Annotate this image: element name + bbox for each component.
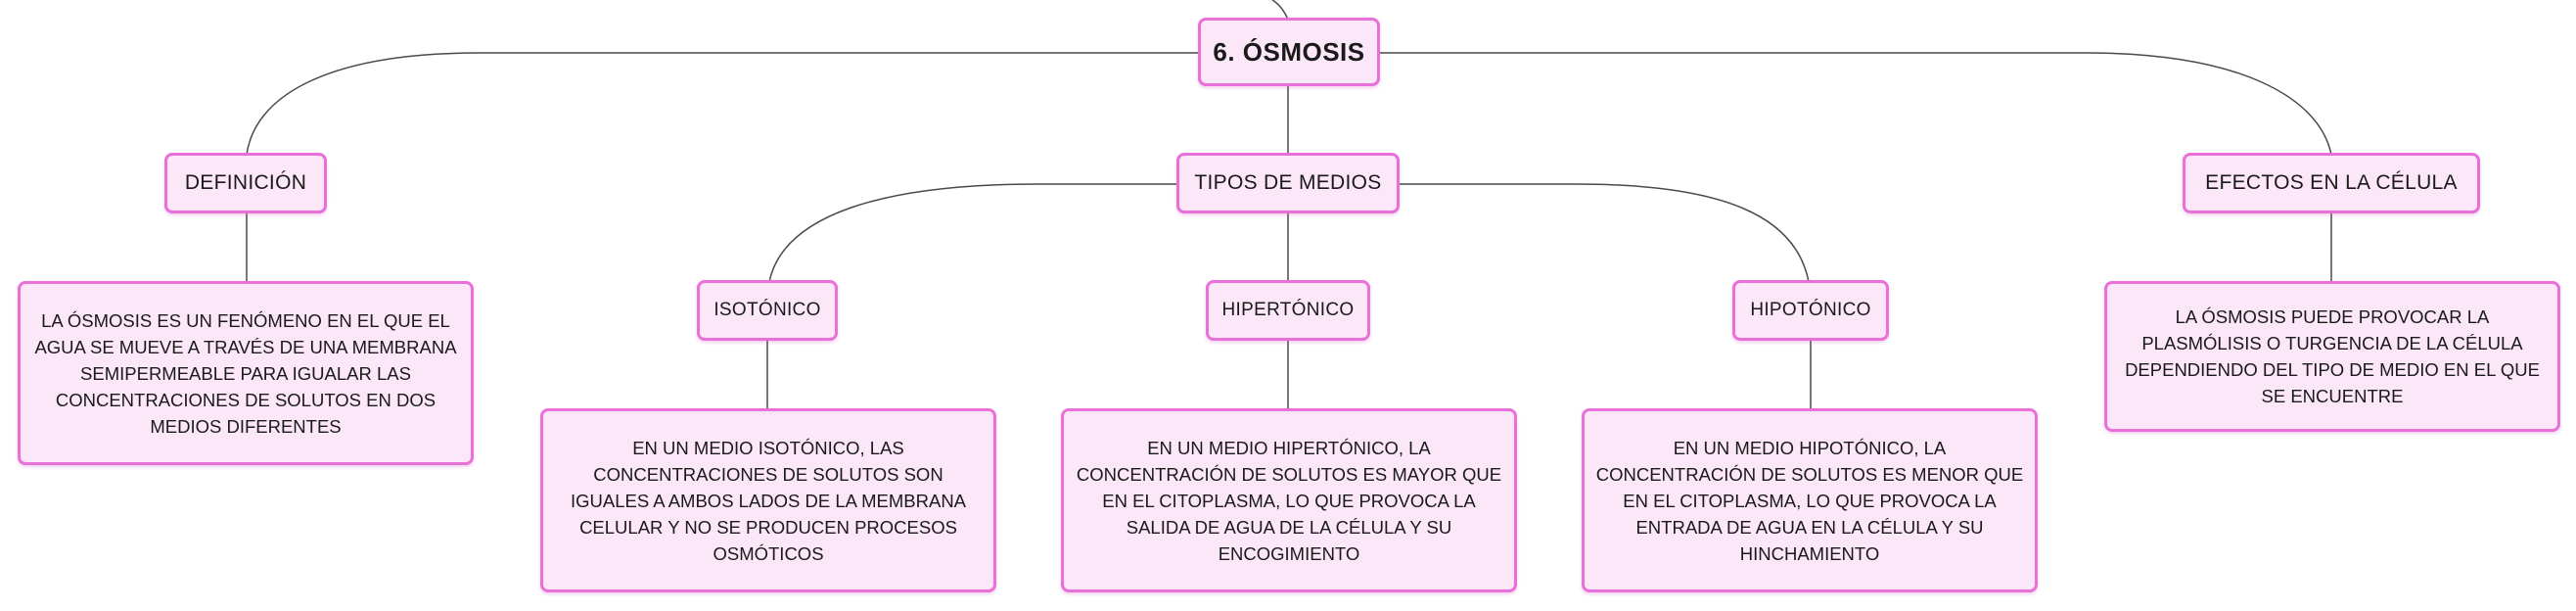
hipertonico-text: EN UN MEDIO HIPERTÓNICO, LA CONCENTRACIÓ… <box>1076 437 1502 564</box>
efectos-text-node[interactable]: LA ÓSMOSIS PUEDE PROVOCAR LA PLASMÓLISIS… <box>2104 281 2560 432</box>
connector-tipos-hipotonico <box>1400 183 1810 283</box>
definicion-text-node[interactable]: LA ÓSMOSIS ES UN FENÓMENO EN EL QUE EL A… <box>18 281 474 465</box>
connector-root-definicion <box>246 52 1200 156</box>
definicion-node[interactable]: DEFINICIÓN <box>164 153 327 213</box>
isotonico-text-node[interactable]: EN UN MEDIO ISOTÓNICO, LAS CONCENTRACION… <box>540 408 996 592</box>
efectos-node[interactable]: EFECTOS EN LA CÉLULA <box>2183 153 2480 213</box>
hipertonico-label: HIPERTÓNICO <box>1221 300 1355 320</box>
hipertonico-text-node[interactable]: EN UN MEDIO HIPERTÓNICO, LA CONCENTRACIÓ… <box>1061 408 1517 592</box>
tipos-label: TIPOS DE MEDIOS <box>1194 171 1382 194</box>
tipos-node[interactable]: TIPOS DE MEDIOS <box>1176 153 1400 213</box>
efectos-text: LA ÓSMOSIS PUEDE PROVOCAR LA PLASMÓLISIS… <box>2125 306 2540 406</box>
root-node[interactable]: 6. ÓSMOSIS <box>1198 18 1380 86</box>
efectos-label: EFECTOS EN LA CÉLULA <box>2205 171 2458 194</box>
connector-root-parent <box>1271 0 1289 21</box>
connector-tipos-isotonico <box>768 183 1176 283</box>
hipertonico-node[interactable]: HIPERTÓNICO <box>1206 280 1370 341</box>
hipotonico-label: HIPOTÓNICO <box>1750 300 1871 320</box>
isotonico-label: ISOTÓNICO <box>713 300 821 320</box>
root-label: 6. ÓSMOSIS <box>1213 36 1365 67</box>
definicion-label: DEFINICIÓN <box>184 171 307 194</box>
isotonico-text: EN UN MEDIO ISOTÓNICO, LAS CONCENTRACION… <box>570 437 967 564</box>
isotonico-node[interactable]: ISOTÓNICO <box>697 280 838 341</box>
hipotonico-text-node[interactable]: EN UN MEDIO HIPOTÓNICO, LA CONCENTRACIÓN… <box>1582 408 2038 592</box>
hipotonico-text: EN UN MEDIO HIPOTÓNICO, LA CONCENTRACIÓN… <box>1595 437 2024 564</box>
hipotonico-node[interactable]: HIPOTÓNICO <box>1732 280 1889 341</box>
definicion-text: LA ÓSMOSIS ES UN FENÓMENO EN EL QUE EL A… <box>34 309 457 437</box>
connector-root-efectos <box>1376 52 2332 156</box>
